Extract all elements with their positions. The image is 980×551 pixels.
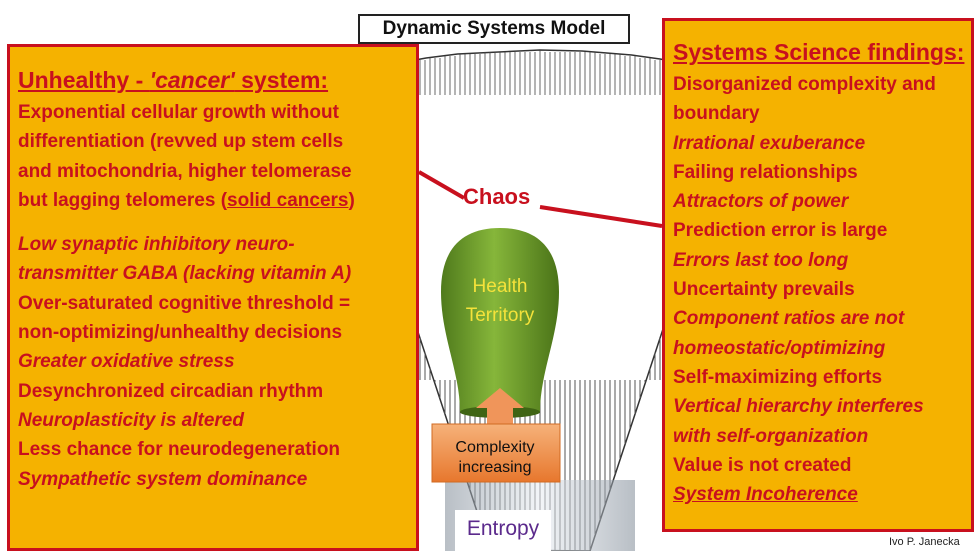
list-spacer: [18, 215, 416, 230]
entropy-box: [455, 510, 551, 551]
unhealthy-system-heading: Unhealthy - 'cancer' system:: [18, 67, 329, 93]
increasing-label-line: increasing: [458, 459, 532, 476]
unhealthy-list-item: differentiation (revved up stem cells: [18, 131, 344, 153]
unhealthy-list-item: Less chance for neurodegeneration: [18, 439, 341, 461]
health-label-line: Health: [472, 276, 528, 297]
complexity-label: Complexity increasing: [430, 438, 560, 478]
unhealthy-list-item: Low synaptic inhibitory neuro-: [18, 234, 295, 256]
complexity-label-line: Complexity: [455, 439, 535, 456]
findings-list-item: homeostatic/optimizing: [673, 337, 886, 359]
chaos-label: Chaos: [463, 184, 531, 209]
territory-label-line: Territory: [465, 305, 535, 326]
findings-list-item: Self-maximizing efforts: [673, 366, 883, 388]
unhealthy-list-item: but lagging telomeres (solid cancers): [18, 189, 355, 211]
complexity-box: [431, 423, 561, 483]
unhealthy-list-item: Exponential cellular growth without: [18, 102, 339, 123]
unhealthy-system-panel: Unhealthy - 'cancer' system: Exponential…: [7, 44, 419, 551]
chaos-white-region: [415, 95, 662, 262]
findings-list-item: Component ratios are not: [673, 308, 905, 330]
findings-list-item: Failing relationships: [673, 161, 858, 183]
systems-findings-panel: Systems Science findings: Disorganized c…: [662, 18, 974, 532]
findings-list-item: Disorganized complexity and: [673, 74, 936, 95]
findings-list-item: Attractors of power: [673, 191, 849, 213]
unhealthy-list-item: Over-saturated cognitive threshold =: [18, 292, 351, 314]
health-territory-label: Health Territory: [440, 272, 560, 330]
chaos-connector-left: [417, 170, 466, 200]
unhealthy-list-item: Greater oxidative stress: [18, 351, 235, 373]
findings-list-item: Prediction error is large: [673, 220, 888, 242]
findings-list-item: System Incoherence: [673, 484, 858, 506]
findings-list-item: Irrational exuberance: [673, 132, 866, 154]
unhealthy-list-item: transmitter GABA (lacking vitamin A): [18, 263, 352, 285]
complexity-arrow: [476, 388, 524, 424]
findings-list-item: with self-organization: [673, 425, 869, 447]
entropy-label: Entropy: [466, 517, 540, 540]
unhealthy-list-item: Desynchronized circadian rhythm: [18, 380, 324, 402]
unhealthy-list-item: non-optimizing/unhealthy decisions: [18, 322, 343, 344]
author-credit: Ivo P. Janecka: [889, 536, 960, 548]
findings-list-item: Value is not created: [673, 454, 852, 476]
diagram-title: Dynamic Systems Model: [358, 14, 630, 44]
chaos-connector-right: [539, 205, 663, 228]
unhealthy-system-list: Exponential cellular growth without diffe…: [18, 98, 416, 494]
systems-findings-heading: Systems Science findings:: [673, 39, 965, 65]
findings-list-item: Vertical hierarchy interferes: [673, 396, 924, 418]
findings-list-item: Uncertainty prevails: [673, 279, 855, 301]
health-territory-shape: [441, 228, 559, 412]
findings-list-item: boundary: [673, 103, 760, 125]
unhealthy-list-item: Sympathetic system dominance: [18, 468, 308, 490]
findings-list-item: Errors last too long: [673, 249, 849, 271]
unhealthy-list-item: Neuroplasticity is altered: [18, 409, 244, 431]
unhealthy-list-item: and mitochondria, higher telomerase: [18, 160, 352, 182]
